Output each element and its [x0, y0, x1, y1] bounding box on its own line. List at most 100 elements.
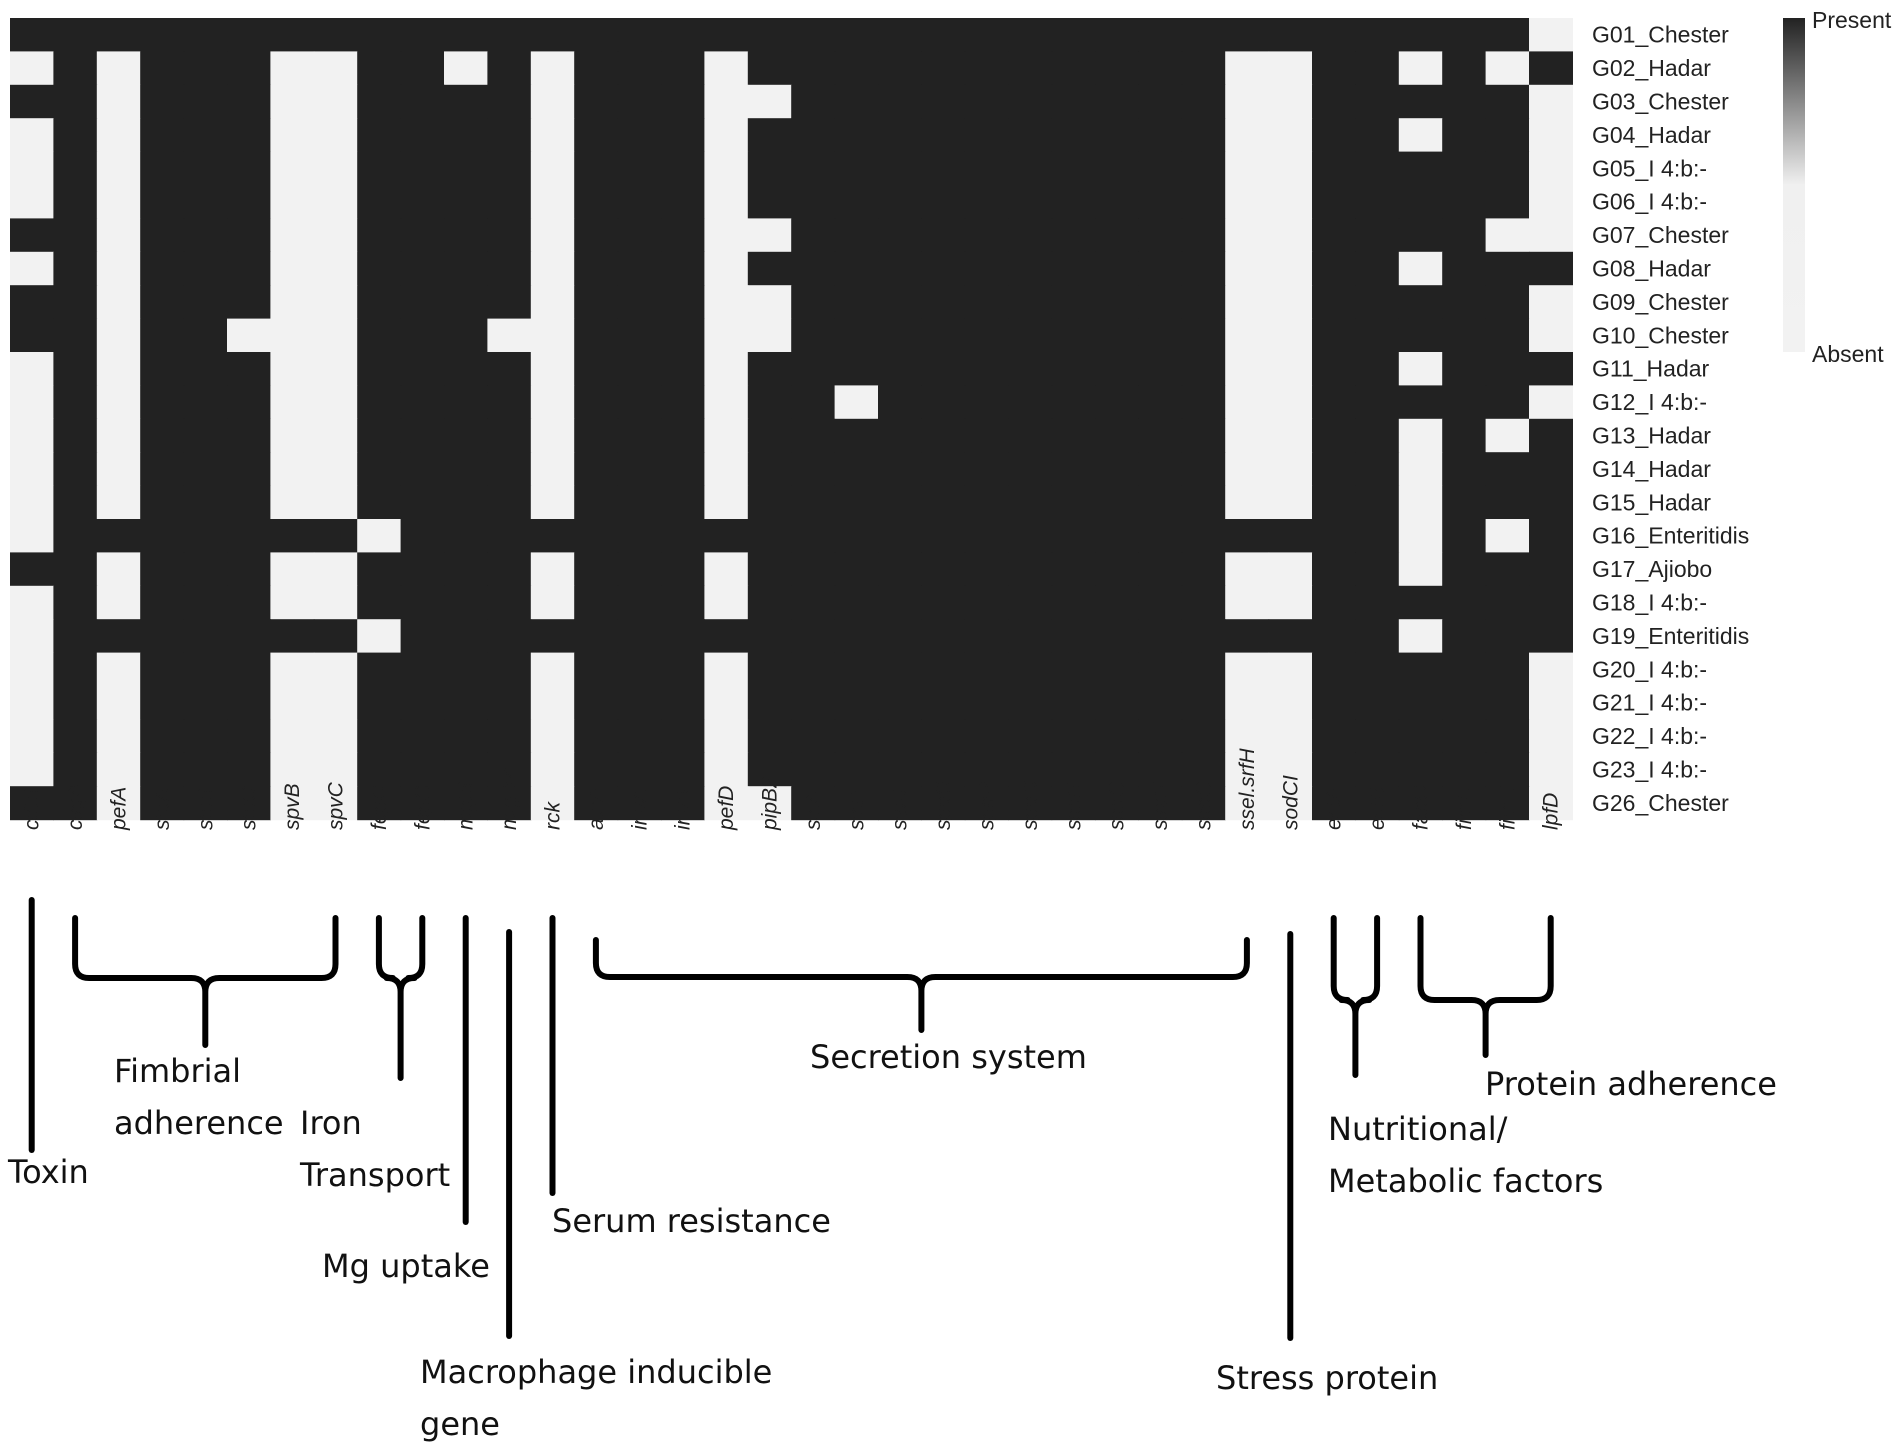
heatmap-cell — [1529, 18, 1573, 52]
heatmap-cell — [1181, 385, 1226, 420]
heatmap-cell — [1529, 686, 1573, 720]
heatmap-cell — [704, 84, 749, 119]
heatmap-cell — [53, 519, 98, 553]
heatmap-cell — [1268, 719, 1313, 754]
heatmap-cell — [183, 452, 228, 487]
heatmap-cell — [1181, 786, 1226, 821]
heatmap-cell — [183, 519, 228, 553]
heatmap-cell — [1355, 218, 1400, 253]
heatmap-cell — [1138, 218, 1183, 253]
heatmap-cell — [227, 585, 271, 620]
heatmap-cell — [1529, 318, 1573, 353]
heatmap-cell — [1529, 352, 1573, 386]
heatmap-cell — [1485, 519, 1530, 553]
heatmap-cell — [1355, 552, 1400, 587]
heatmap-cell — [313, 51, 358, 86]
row-label: G22_I 4:b:- — [1592, 723, 1707, 749]
heatmap-cell — [400, 352, 445, 386]
heatmap-cell — [747, 585, 792, 620]
heatmap-cell — [140, 385, 185, 420]
row-label: G14_Hadar — [1592, 456, 1711, 482]
heatmap-cell — [1095, 686, 1139, 720]
heatmap-cell — [1138, 185, 1183, 219]
heatmap-cell — [964, 218, 1009, 253]
heatmap-cell — [704, 652, 749, 687]
heatmap-cell — [487, 418, 532, 453]
heatmap-cell — [313, 218, 358, 253]
heatmap-cell — [227, 485, 271, 520]
heatmap-cell — [357, 118, 402, 153]
heatmap-cell — [53, 151, 98, 186]
heatmap-cell — [140, 686, 185, 720]
heatmap-cell — [1312, 585, 1356, 620]
heatmap-cell — [661, 185, 705, 219]
heatmap-cell — [1268, 385, 1313, 420]
column-label: fepG — [411, 784, 434, 830]
heatmap-cell — [1008, 51, 1053, 86]
heatmap-cell — [1312, 185, 1356, 219]
heatmap-cell — [357, 619, 402, 654]
heatmap-cell — [1138, 585, 1183, 620]
heatmap-cell — [1225, 118, 1270, 153]
heatmap-cell — [1355, 786, 1400, 821]
heatmap-cell — [1312, 251, 1356, 286]
heatmap-cell — [1181, 485, 1226, 520]
heatmap-cell — [964, 84, 1009, 119]
heatmap-cell — [704, 619, 749, 654]
heatmap-cell — [1485, 786, 1530, 821]
heatmap-cell — [183, 485, 228, 520]
heatmap-cell — [1312, 686, 1356, 720]
heatmap-cell — [878, 519, 922, 553]
heatmap-cell — [1398, 151, 1443, 186]
heatmap-cell — [704, 318, 749, 353]
heatmap-cell — [227, 719, 271, 754]
heatmap-cell — [617, 51, 662, 86]
heatmap-cell — [1398, 585, 1443, 620]
heatmap-cell — [96, 552, 141, 587]
heatmap-cell — [574, 418, 619, 453]
heatmap-cell — [1008, 318, 1053, 353]
group-label: Transport — [299, 1156, 450, 1194]
heatmap-cell — [270, 719, 315, 754]
heatmap-cell — [10, 452, 54, 487]
heatmap-cell — [617, 84, 662, 119]
heatmap-cell — [964, 485, 1009, 520]
heatmap-cell — [10, 318, 54, 353]
heatmap-cell — [747, 752, 792, 787]
heatmap-cell — [1312, 18, 1356, 52]
heatmap-cell — [1095, 18, 1139, 52]
heatmap-cell — [227, 318, 271, 353]
heatmap-cell — [1442, 619, 1487, 654]
heatmap-cell — [183, 285, 228, 320]
heatmap-cell — [227, 84, 271, 119]
column-label: sseG — [1193, 781, 1216, 830]
heatmap-cell — [964, 619, 1009, 654]
heatmap-cell — [270, 552, 315, 587]
heatmap-cell — [313, 752, 358, 787]
heatmap-cell — [357, 285, 402, 320]
heatmap-cell — [400, 686, 445, 720]
heatmap-cell — [1051, 18, 1096, 52]
heatmap-cell — [617, 519, 662, 553]
heatmap-cell — [1095, 485, 1139, 520]
heatmap-cell — [1529, 719, 1573, 754]
column-label: cdtB — [21, 788, 44, 830]
heatmap-cell — [1398, 84, 1443, 119]
heatmap-cell — [227, 352, 271, 386]
heatmap-cell — [444, 752, 488, 787]
heatmap-cell — [964, 552, 1009, 587]
heatmap-cell — [1268, 452, 1313, 487]
heatmap-cell — [791, 786, 836, 821]
heatmap-cell — [1442, 18, 1487, 52]
heatmap-cell — [400, 285, 445, 320]
heatmap-cell — [1398, 118, 1443, 153]
heatmap-cell — [704, 352, 749, 386]
heatmap-cell — [444, 352, 488, 386]
heatmap-cell — [1398, 218, 1443, 253]
heatmap-cell — [1268, 485, 1313, 520]
heatmap-cell — [878, 51, 922, 86]
heatmap-cell — [1485, 251, 1530, 286]
column-label: ssaH — [1149, 781, 1172, 830]
heatmap-cell — [878, 251, 922, 286]
